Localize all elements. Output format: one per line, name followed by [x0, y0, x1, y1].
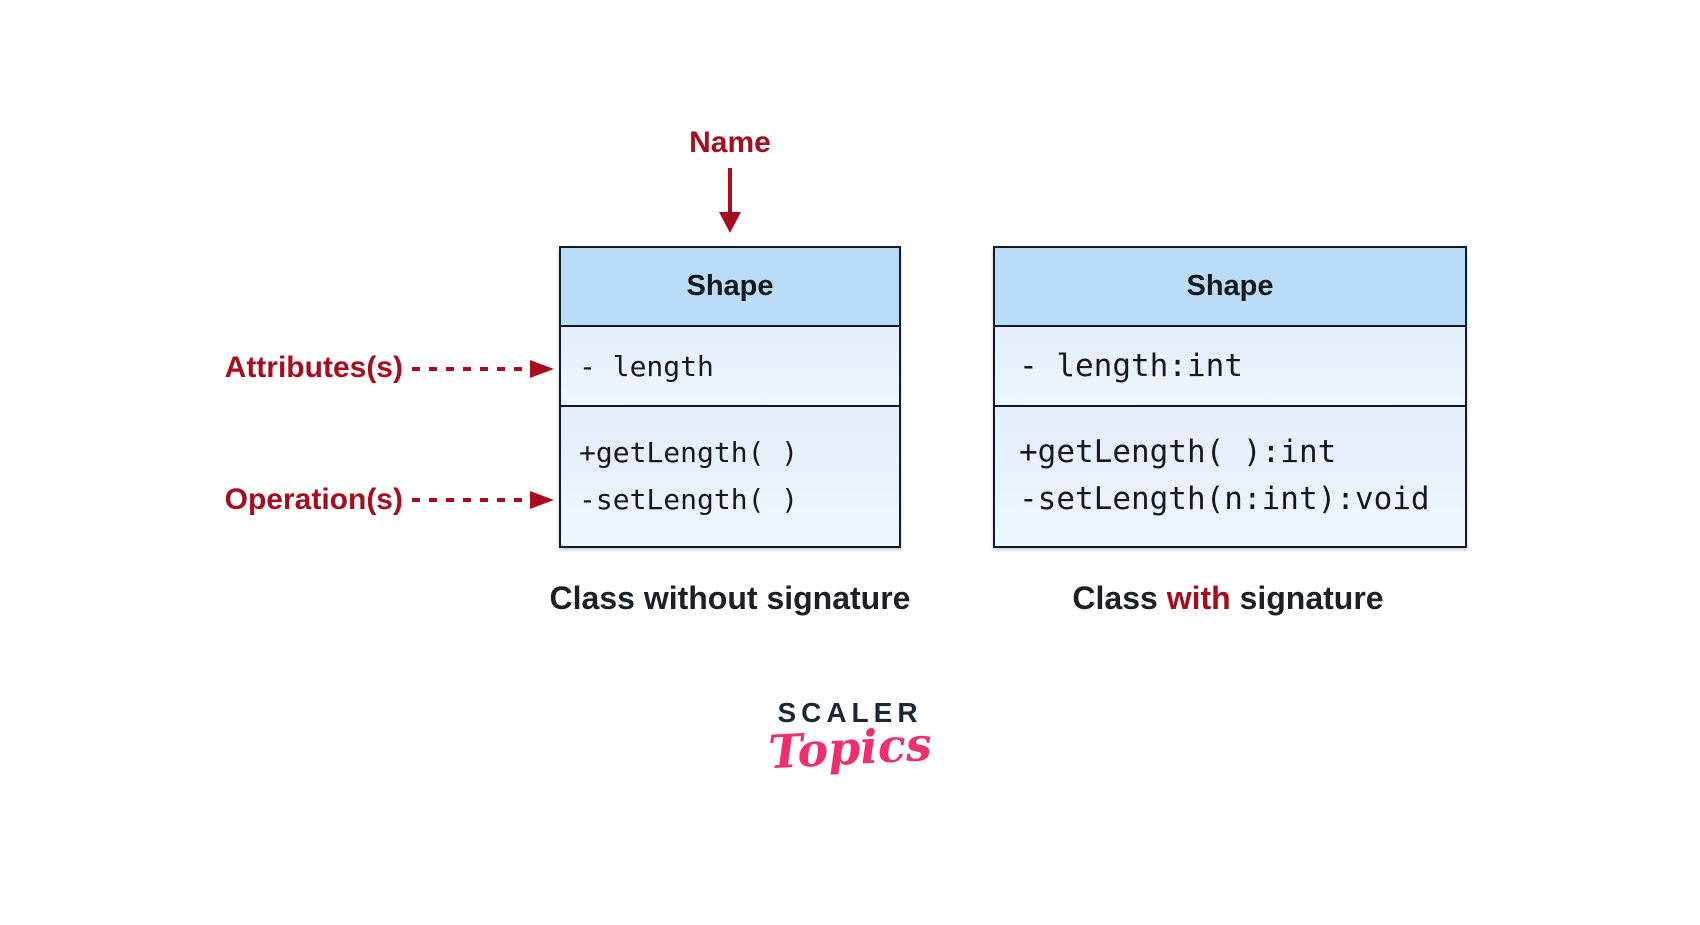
caption-class-with-signature: Class with signature — [1018, 580, 1438, 617]
operations-compartment: +getLength( ) -setLength( ) — [561, 407, 899, 546]
attributes-compartment: - length — [561, 327, 899, 407]
dashed-arrow-right-icon — [412, 360, 554, 378]
class-box-with-signature: Shape - length:int +getLength( ):int -se… — [993, 246, 1467, 548]
scaler-wordmark: SCALER — [777, 697, 923, 728]
class-box-without-signature: Shape - length +getLength( ) -setLength(… — [559, 246, 901, 548]
attributes-compartment: - length:int — [995, 327, 1465, 407]
operation-line: -setLength( ) — [579, 483, 799, 516]
caption-text: signature — [1230, 580, 1384, 616]
name-annotation-label: Name — [689, 126, 771, 159]
down-arrow-icon — [719, 168, 741, 233]
operation-line: +getLength( ) — [579, 436, 799, 469]
operation-line: -setLength(n:int):void — [1019, 481, 1430, 517]
caption-class-without-signature: Class without signature — [549, 580, 911, 616]
caption-highlight-text: with — [1166, 580, 1231, 616]
class-name-compartment: Shape — [995, 248, 1465, 327]
scaler-topics-logo: SCALER Topics — [750, 697, 950, 780]
operations-compartment: +getLength( ):int -setLength(n:int):void — [995, 407, 1465, 546]
dashed-arrow-right-icon — [412, 491, 554, 509]
attribute-line: - length — [579, 349, 714, 383]
operations-annotation-label: Operation(s) — [224, 483, 403, 516]
operation-line: +getLength( ):int — [1019, 434, 1337, 470]
attributes-annotation-label: Attributes(s) — [224, 351, 403, 384]
caption-text: Class — [1072, 580, 1167, 616]
topics-wordmark: Topics — [767, 716, 933, 780]
attribute-line: - length:int — [1019, 348, 1243, 384]
class-name-compartment: Shape — [561, 248, 899, 327]
